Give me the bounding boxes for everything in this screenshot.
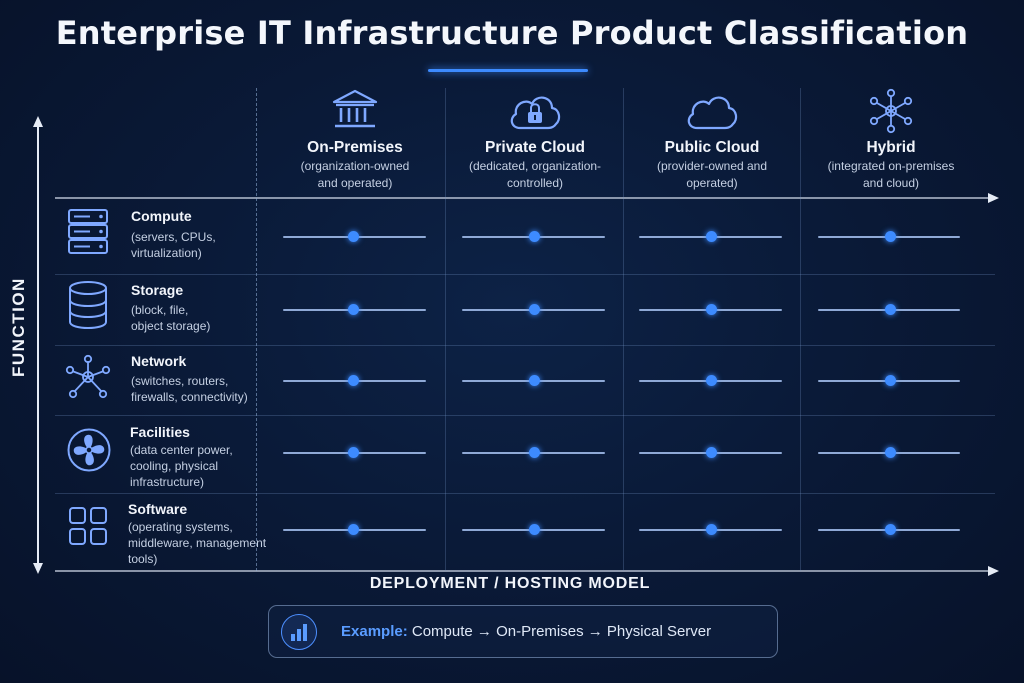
column-subtitle: (integrated on-premises [827, 159, 955, 173]
database-icon [69, 281, 107, 329]
row-description: tools) [128, 552, 158, 566]
column-subtitle: (dedicated, organization- [468, 159, 602, 173]
column-subtitle: operated) [686, 176, 738, 190]
row-description: (data center power, [130, 443, 233, 457]
slider-handle[interactable] [348, 231, 359, 242]
example-path: Compute → On-Premises → Physical Server [411, 623, 712, 640]
row-title: Network [131, 353, 187, 369]
row-description: (operating systems, [128, 520, 233, 534]
example-label: Example: [341, 623, 408, 640]
row-title: Software [128, 501, 188, 517]
row-title: Compute [131, 208, 192, 224]
slider-handle[interactable] [706, 304, 717, 315]
row-description: object storage) [131, 319, 211, 333]
row-title: Storage [131, 282, 184, 298]
column-header-on-premises: On-Premises (organization-owned and oper… [270, 88, 440, 198]
column-header-hybrid: Hybrid (integrated on-premises and cloud… [806, 88, 976, 198]
column-subtitle: and operated) [317, 176, 393, 190]
example-text: Example: Compute → On-Premises → Physica… [341, 623, 711, 640]
column-title: On-Premises [307, 139, 403, 156]
arrow-up-icon [33, 116, 43, 127]
slider-handle[interactable] [529, 304, 540, 315]
apps-grid-icon [69, 507, 107, 545]
fan-icon [67, 428, 111, 472]
arrow-right-icon [988, 566, 999, 576]
arrow-down-icon [33, 563, 43, 574]
slider-handle[interactable] [348, 447, 359, 458]
grid-divider-dashed [256, 88, 257, 571]
slider-handle[interactable] [885, 304, 896, 315]
grid-divider [445, 88, 446, 571]
column-title: Public Cloud [664, 139, 760, 156]
slider-handle[interactable] [706, 375, 717, 386]
x-axis-label: DEPLOYMENT / HOSTING MODEL [369, 575, 651, 592]
y-axis-label: FUNCTION [9, 277, 28, 377]
network-hub-icon [869, 88, 913, 134]
building-columns-icon [332, 89, 378, 128]
column-subtitle: (provider-owned and [656, 159, 768, 173]
bar-chart-icon [281, 614, 317, 650]
grid-row-divider [55, 274, 995, 275]
slider-handle[interactable] [706, 231, 717, 242]
title-underline [428, 69, 588, 72]
row-description: virtualization) [131, 246, 202, 260]
slider-handle[interactable] [348, 304, 359, 315]
slider-handle[interactable] [885, 447, 896, 458]
row-description: (block, file, [131, 303, 189, 317]
grid-divider [623, 88, 624, 571]
network-nodes-icon [65, 354, 111, 399]
row-description: firewalls, connectivity) [131, 390, 248, 404]
column-subtitle: and cloud) [862, 176, 920, 190]
slider-handle[interactable] [529, 375, 540, 386]
slider-handle[interactable] [529, 524, 540, 535]
column-header-public-cloud: Public Cloud (provider-owned and operate… [628, 88, 796, 198]
grid-row-divider [55, 493, 995, 494]
slider-handle[interactable] [885, 524, 896, 535]
row-description: (servers, CPUs, [131, 230, 216, 244]
row-title: Facilities [130, 424, 190, 440]
grid-row-divider [55, 415, 995, 416]
slider-handle[interactable] [706, 447, 717, 458]
column-subtitle: controlled) [506, 176, 564, 190]
slider-handle[interactable] [885, 231, 896, 242]
slider-handle[interactable] [348, 524, 359, 535]
column-header-private-cloud: Private Cloud (dedicated, organization- … [452, 88, 618, 198]
row-description: infrastructure) [130, 475, 205, 489]
slider-handle[interactable] [885, 375, 896, 386]
cloud-icon [687, 96, 738, 130]
slider-handle[interactable] [529, 447, 540, 458]
column-title: Private Cloud [485, 139, 585, 156]
row-description: middleware, management [128, 536, 267, 550]
slider-handle[interactable] [529, 231, 540, 242]
column-title: Hybrid [866, 139, 916, 156]
slider-handle[interactable] [706, 524, 717, 535]
grid-divider [800, 88, 801, 571]
column-subtitle: (organization-owned [300, 159, 410, 173]
example-box: Example: Compute → On-Premises → Physica… [268, 605, 778, 658]
slider-handle[interactable] [348, 375, 359, 386]
cloud-lock-icon [510, 96, 561, 130]
arrow-right-icon [988, 193, 999, 203]
page-title: Enterprise IT Infrastructure Product Cla… [55, 14, 969, 52]
grid-row-divider [55, 345, 995, 346]
row-description: (switches, routers, [131, 374, 229, 388]
row-description: cooling, physical [130, 459, 219, 473]
server-rack-icon [68, 209, 108, 254]
